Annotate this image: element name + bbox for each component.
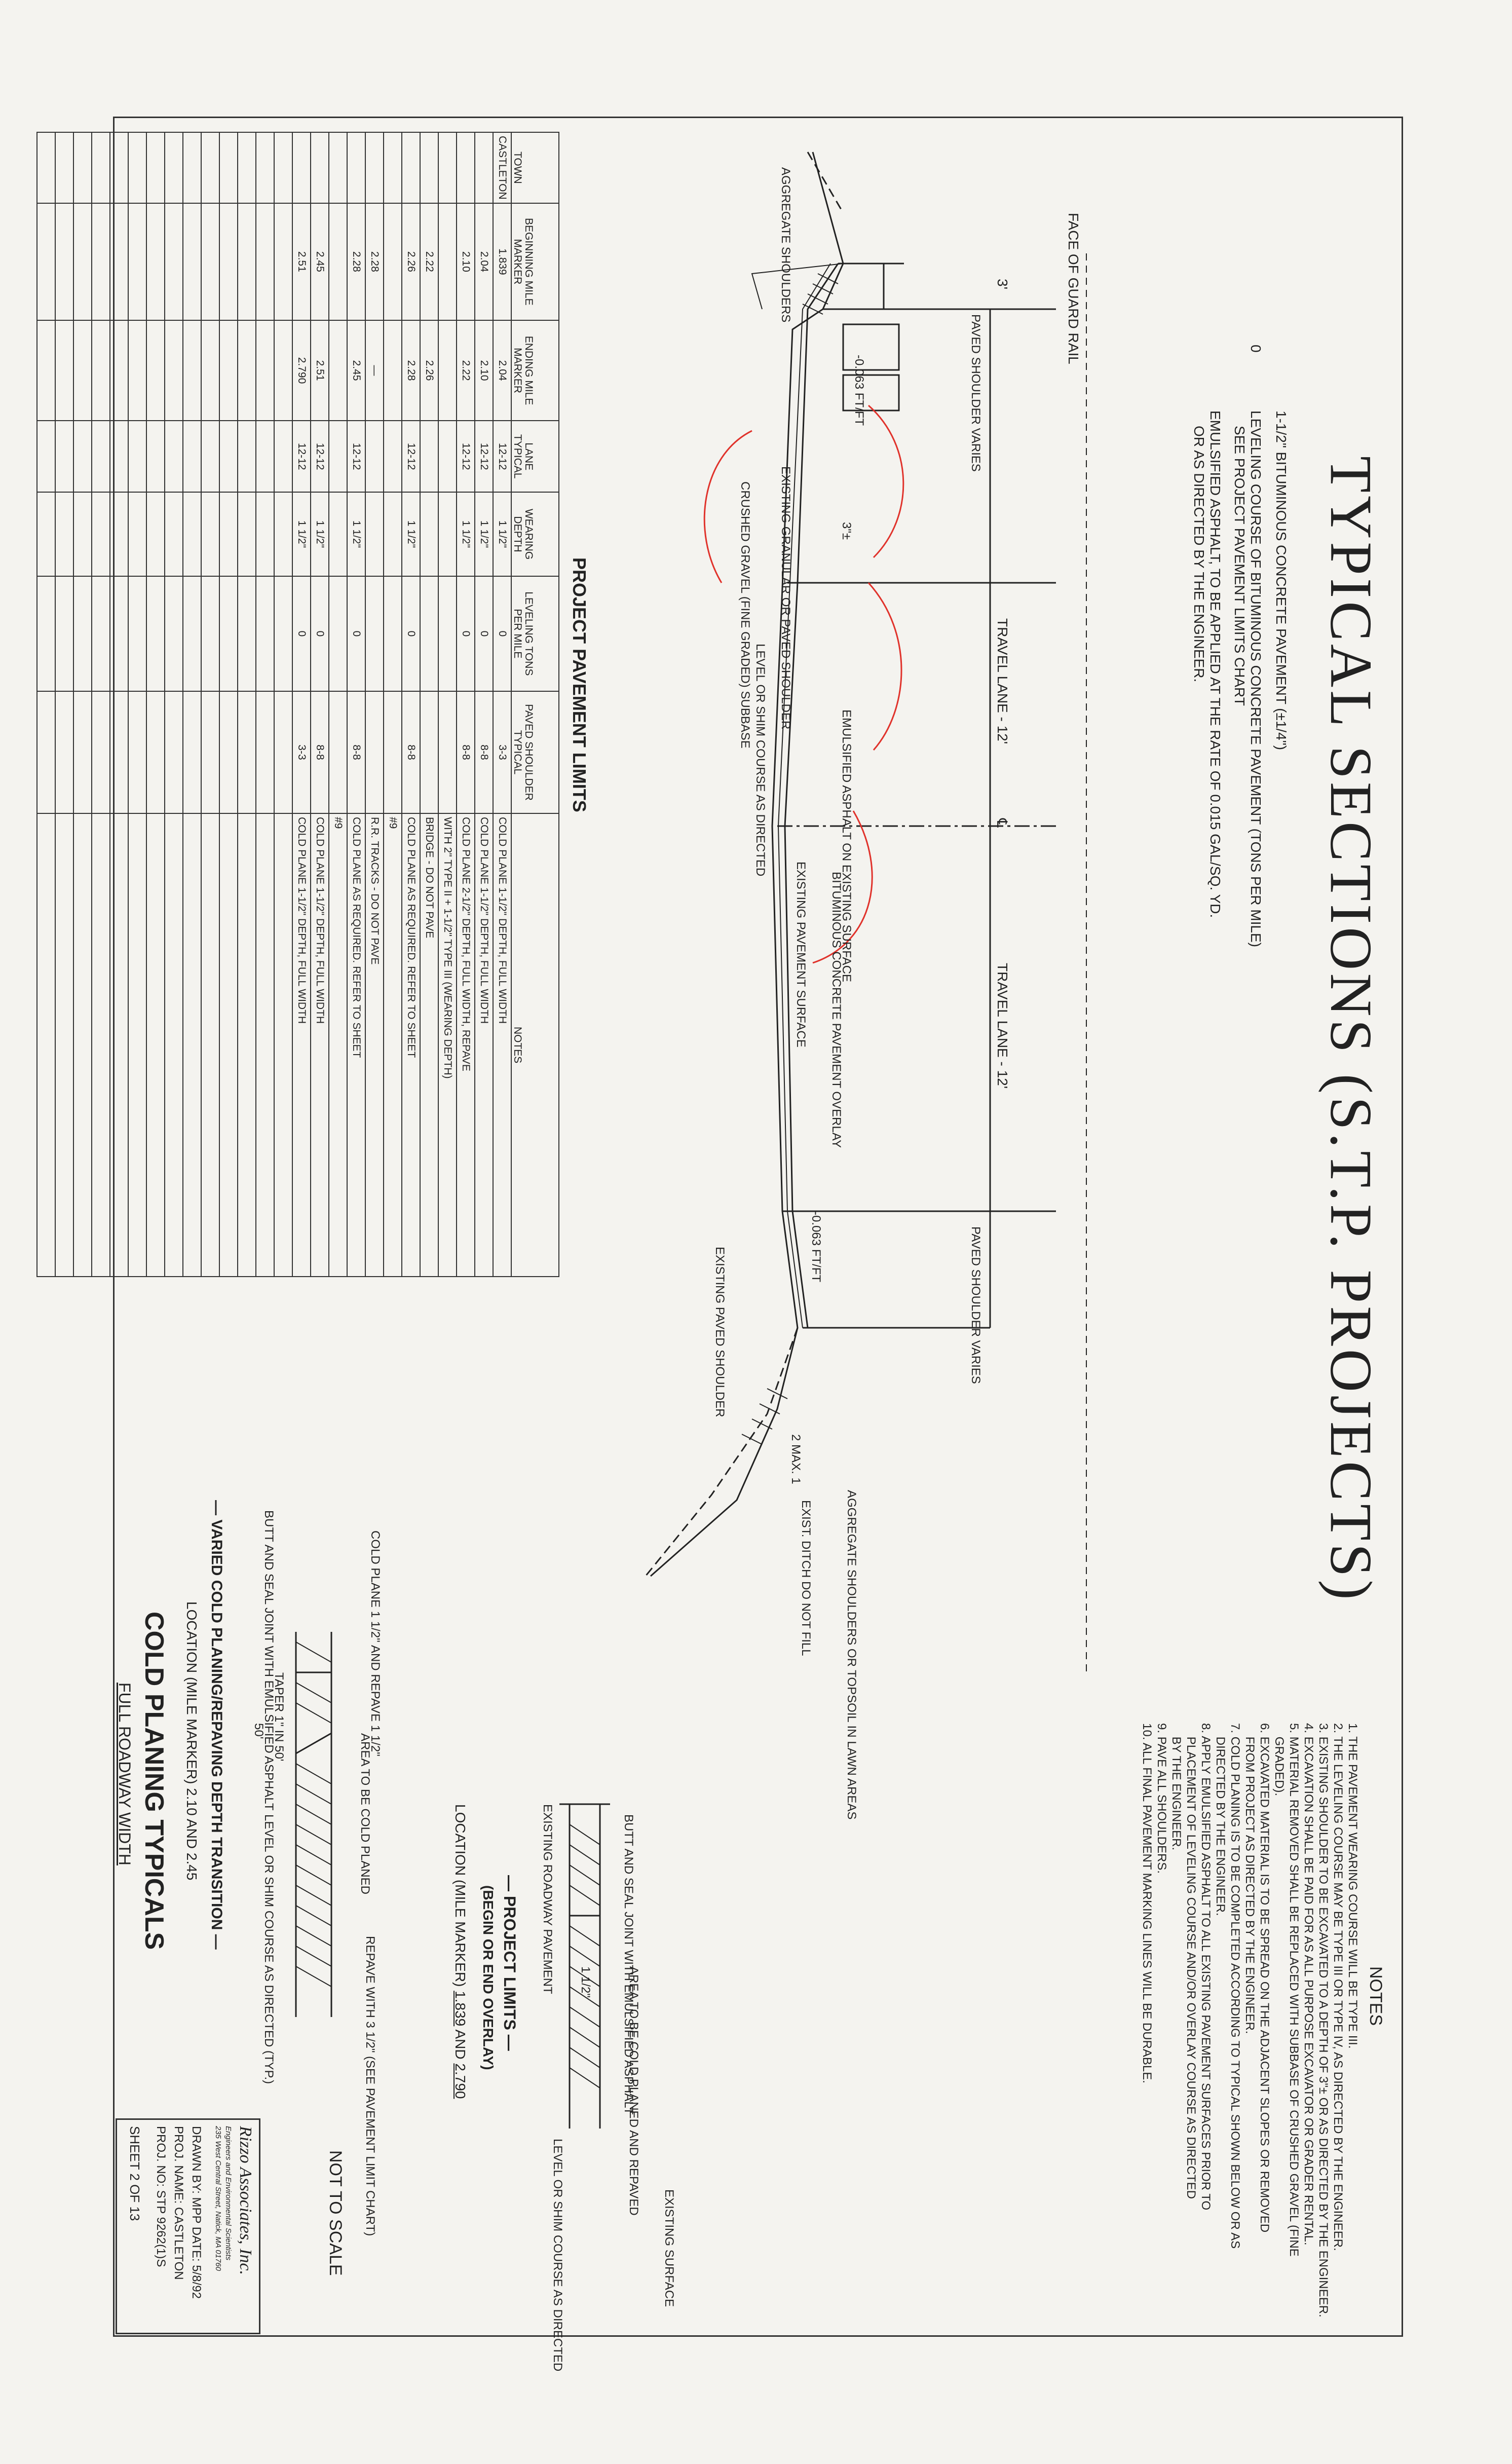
tr-title: — VARIED COLD PLANING/REPAVING DEPTH TRA… xyxy=(208,1500,225,1950)
drawing-subtitle: FULL ROADWAY WIDTH xyxy=(116,1683,134,1865)
proj-name: PROJ. NAME: CASTLETON xyxy=(172,2126,185,2280)
tr-dim-50: 50' xyxy=(252,1723,266,1739)
drawn-by: DRAWN BY: MPP DATE: 5/8/92 xyxy=(190,2126,203,2299)
tr-butt-seal: BUTT AND SEAL JOINT WITH EMULSIFIED ASPH… xyxy=(262,1510,276,1811)
title-block: NOT TO SCALE Rizzo Associates, Inc. Engi… xyxy=(116,2118,345,2334)
cold-planing-title: COLD PLANING TYPICALS xyxy=(139,1612,169,1950)
sheet-number: SHEET 2 OF 13 xyxy=(127,2126,142,2221)
tr-cold-plane: COLD PLANE 1 1/2" AND REPAVE 1 1/2" xyxy=(368,1530,382,1757)
proj-no: PROJ. NO: STP 9262(1)S xyxy=(154,2126,168,2267)
hatching-shoulder xyxy=(741,273,839,1445)
tr-location: LOCATION (MILE MARKER) 2.10 AND 2.45 xyxy=(184,1601,200,1881)
tr-repave: REPAVE WITH 3 1/2" (SEE PAVEMENT LIMIT C… xyxy=(363,1936,377,2236)
tr-taper: TAPER 1" IN 50' xyxy=(272,1672,286,1762)
company-line-1: Engineers and Environmental Scientists xyxy=(224,2126,233,2261)
tr-level-shim: LEVEL OR SHIM COURSE AS DIRECTED (TYP.) xyxy=(262,1814,276,2084)
tr-area-planed: AREA TO BE COLD PLANED xyxy=(358,1733,372,1894)
company-line-2: 235 West Central Street, Natick, MA 0176… xyxy=(214,2126,222,2271)
not-to-scale: NOT TO SCALE xyxy=(326,2150,345,2276)
company-name: Rizzo Associates, Inc. xyxy=(236,2126,255,2275)
